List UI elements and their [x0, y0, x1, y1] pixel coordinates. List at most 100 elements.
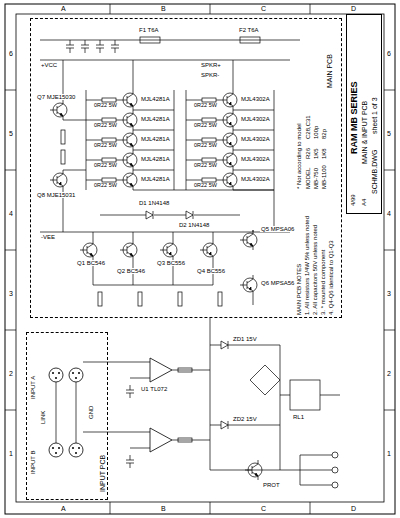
wire [116, 140, 120, 141]
zone-tick [5, 90, 16, 91]
transistor-symbol [220, 150, 237, 170]
zone-marker: 2 [386, 370, 392, 377]
part-label: SPKR+ [200, 62, 222, 68]
wire [100, 215, 146, 216]
connector-pin [58, 372, 60, 374]
title-text: RAM MB SERIES [350, 80, 359, 155]
wire [240, 470, 300, 471]
diode-symbol [153, 211, 154, 219]
resistor-symbol [178, 292, 182, 306]
wire [216, 160, 220, 161]
connector-pin [58, 447, 60, 449]
wire [63, 170, 86, 171]
wire [233, 150, 274, 151]
wire [280, 395, 290, 396]
transistor-symbol [220, 110, 237, 130]
part-label: +VCC [40, 62, 58, 68]
note-text: 1K8 [321, 147, 327, 160]
wire [93, 232, 94, 240]
drawing-frame [5, 4, 395, 514]
connector-pin [55, 452, 57, 454]
note-text: 2. All capacitors 50V unless noted [312, 224, 318, 316]
zone-marker: A [60, 505, 67, 512]
opamp-symbol [150, 358, 172, 382]
transistor-symbol [220, 130, 237, 150]
wire [300, 470, 332, 471]
connector-pin [55, 377, 57, 379]
fuse-symbol [140, 37, 160, 43]
wire [133, 232, 134, 240]
diode-symbol [221, 341, 228, 349]
resistor-symbol [178, 368, 192, 372]
part-label: U1 TL072 [140, 386, 168, 392]
wire [186, 140, 202, 141]
part-label: MJL4302A [240, 176, 271, 182]
wire [116, 120, 120, 121]
zone-tick [384, 330, 395, 331]
transistor-symbol [160, 240, 177, 260]
region-label: INPUT PCB [99, 454, 106, 493]
title-block: RAM MB SERIESMAIN & INPUT PCBSCHMB.DWGsh… [346, 14, 382, 214]
part-label: 0R22 5W [93, 163, 118, 169]
wire [106, 362, 150, 363]
zone-marker: 5 [386, 130, 392, 137]
zone-marker: 5 [8, 130, 14, 137]
wire [280, 345, 281, 470]
resistor-symbol [202, 158, 216, 162]
wire [274, 90, 275, 190]
part-label: Q5 MPSA06 [260, 226, 295, 232]
part-label: MJL4281A [140, 116, 171, 122]
resistor-symbol [102, 178, 116, 182]
zone-tick [384, 90, 395, 91]
zone-tick [384, 250, 395, 251]
wire [253, 295, 254, 305]
wire [174, 190, 274, 191]
part-label: LINK [40, 410, 46, 425]
part-label: Q3 BC556 [156, 260, 186, 266]
resistor-symbol [178, 438, 192, 442]
wire [83, 432, 106, 433]
title-text: SCHMB.DWG [371, 149, 378, 195]
region-label: MAIN PCB [326, 53, 333, 89]
wire [86, 140, 102, 141]
zone-tick [384, 170, 395, 171]
part-label: Q7 MJE15030 [36, 94, 76, 100]
wire [210, 345, 221, 346]
zone-tick [310, 4, 311, 14]
wire [106, 432, 150, 433]
transistor-symbol [120, 90, 137, 110]
wire [116, 180, 120, 181]
part-label: MJL4281A [140, 136, 171, 142]
part-label: MJL4302A [240, 136, 271, 142]
connector-pin [75, 452, 77, 454]
connector-pin [52, 447, 54, 449]
wire [194, 215, 240, 216]
zone-marker: D [350, 5, 357, 12]
wire [233, 60, 234, 90]
opamp-symbol [150, 428, 172, 452]
note-text: * Not according to model [296, 122, 302, 190]
zone-marker: 6 [8, 50, 14, 57]
resistor-symbol [102, 158, 116, 162]
transistor-symbol [80, 240, 97, 260]
title-text: 4/99 [350, 193, 356, 207]
part-label: F1 T6A [138, 27, 160, 33]
zone-tick [5, 410, 16, 411]
zone-tick [5, 250, 16, 251]
part-label: PROT [262, 482, 281, 488]
resistor-symbol [218, 292, 222, 306]
diode-symbol [193, 211, 194, 219]
wire [40, 232, 290, 233]
wire [210, 318, 211, 470]
zone-marker: 4 [386, 210, 392, 217]
part-label: MJL4302A [240, 156, 271, 162]
part-label: 0R22 5W [93, 183, 118, 189]
wire [213, 232, 214, 240]
zone-marker: C [260, 505, 267, 512]
wire [233, 170, 274, 171]
terminal [332, 482, 338, 488]
xlr-connector [49, 368, 63, 382]
transistor-symbol [220, 170, 237, 190]
part-label: 0R22 5W [93, 123, 118, 129]
transistor-symbol [240, 230, 257, 250]
